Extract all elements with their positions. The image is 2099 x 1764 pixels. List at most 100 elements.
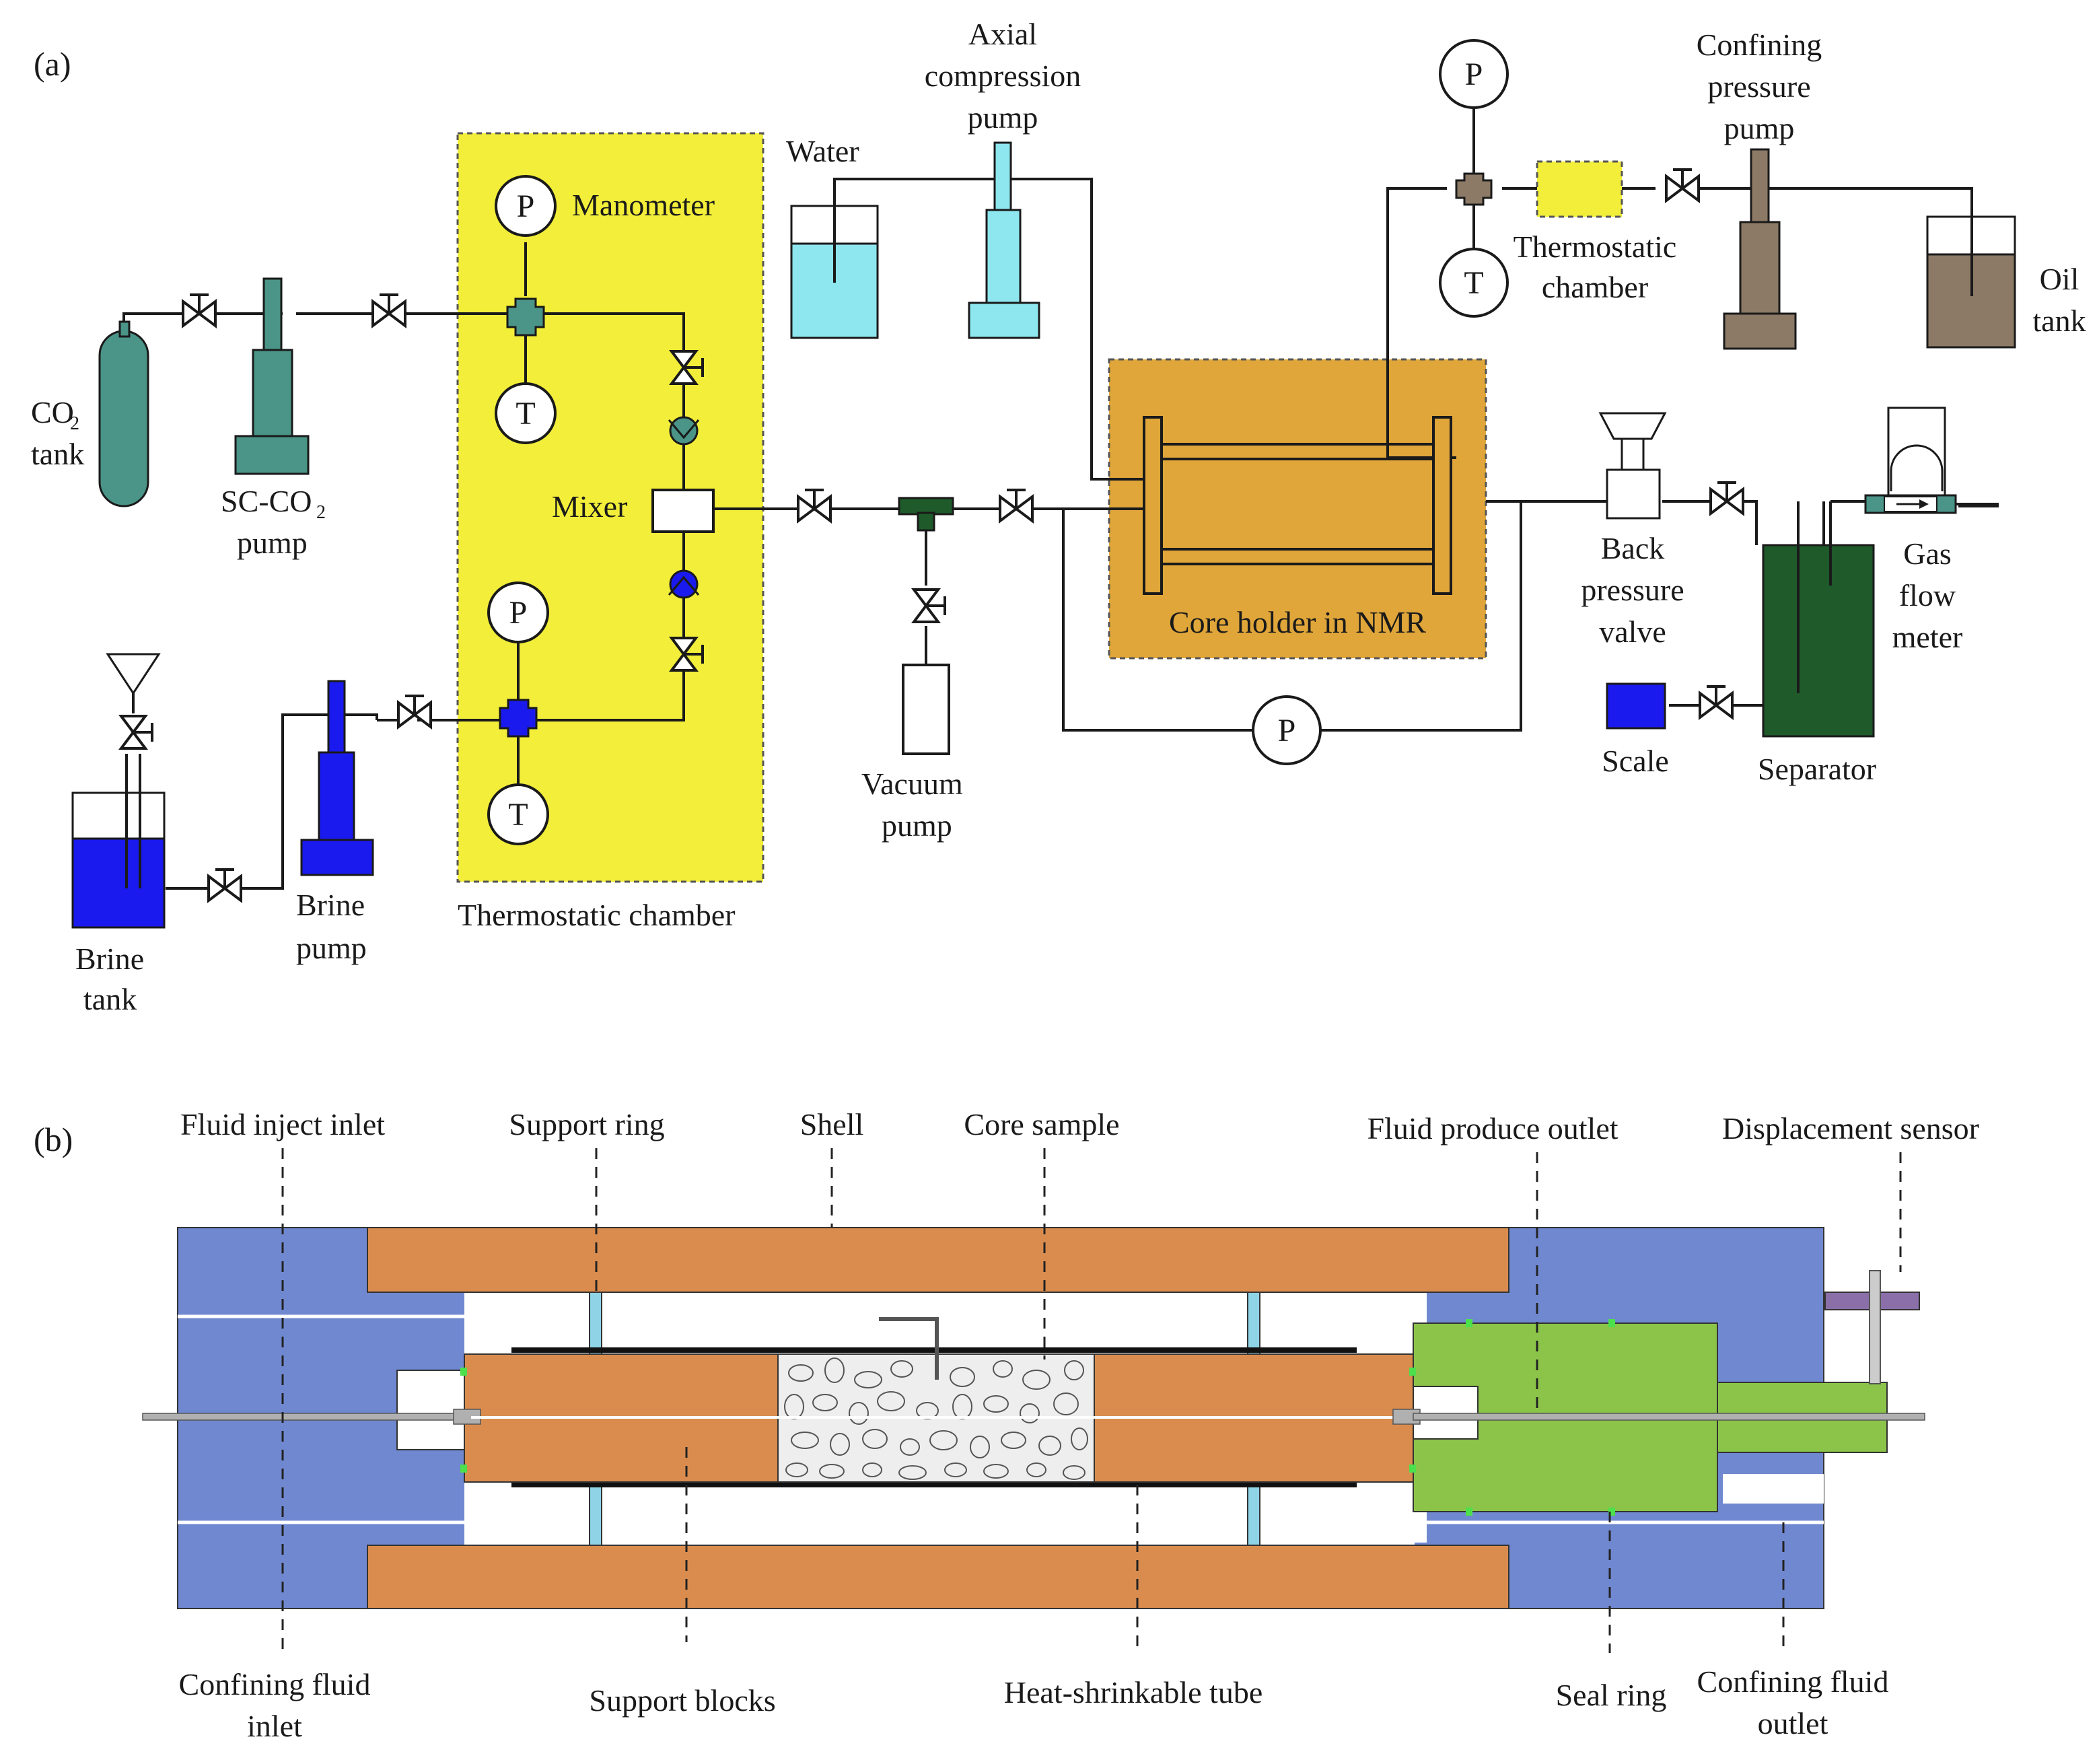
- valve-separator-in: [1709, 481, 1744, 515]
- sc-co2-pump-label-sub: 2: [316, 502, 326, 523]
- confining-fluid-inlet-label-2: inlet: [247, 1709, 302, 1743]
- valve-brine-2: [397, 695, 432, 728]
- co2-tank: [98, 330, 149, 507]
- cross-connector-confining: [1455, 172, 1493, 206]
- valve-confining: [1665, 168, 1700, 202]
- oil-tank-label-2: tank: [2032, 304, 2086, 338]
- pressure-gauge-co2-symbol: P: [517, 188, 535, 224]
- axial-pump-label-1: Axial: [968, 17, 1037, 51]
- brine-pump-label-1: Brine: [296, 888, 365, 922]
- back-pressure-valve-label-3: valve: [1599, 614, 1666, 649]
- center-rod: [142, 1409, 1925, 1425]
- oil-tank-label-1: Oil: [2040, 262, 2079, 296]
- valve-co2-2: [371, 293, 406, 327]
- support-blocks-label: Support blocks: [589, 1683, 775, 1718]
- brine-pump: [300, 680, 374, 876]
- shell-bottom: [367, 1545, 1509, 1609]
- core-probe: [879, 1317, 939, 1380]
- scale: [1606, 682, 1666, 730]
- shell-label: Shell: [800, 1107, 864, 1141]
- confining-fluid-inlet-label-1: Confining fluid: [179, 1667, 371, 1701]
- back-pressure-valve: [1598, 412, 1667, 520]
- support-ring-left-bottom: [589, 1483, 602, 1546]
- back-pressure-valve-label-2: pressure: [1581, 573, 1684, 607]
- displacement-sensor-label: Displacement sensor: [1722, 1111, 1979, 1145]
- co2-tank-label-2: tank: [31, 437, 84, 471]
- brine-tank-label-2: tank: [83, 982, 137, 1016]
- confining-pressure-pump: [1723, 148, 1797, 350]
- core-holder: [1143, 188, 1452, 595]
- temperature-gauge-co2: [495, 382, 557, 444]
- thermostatic-chamber-small-label-2: chamber: [1542, 270, 1648, 304]
- sc-co2-pump-label-2: pump: [237, 526, 308, 560]
- core-holder-nmr-box: [1108, 358, 1487, 660]
- thermostatic-chamber-small: [1536, 160, 1623, 218]
- axial-pump-label-2: compression: [925, 59, 1081, 93]
- valve-brine-1: [207, 868, 242, 902]
- co2-tank-label-1: CO: [31, 395, 74, 429]
- temperature-gauge-brine: [487, 783, 549, 845]
- brine-pump-label-2: pump: [296, 931, 367, 965]
- temperature-gauge-brine-symbol: T: [508, 797, 528, 833]
- gas-flow-meter: [1864, 407, 1999, 514]
- valve-brine-funnel: [120, 715, 153, 750]
- confining-fluid-outlet-label-1: Confining fluid: [1697, 1664, 1889, 1699]
- fluid-produce-outlet-label: Fluid produce outlet: [1367, 1111, 1618, 1145]
- back-pressure-valve-label-1: Back: [1601, 531, 1665, 565]
- water-label: Water: [786, 134, 859, 168]
- panel-b-label: (b): [34, 1121, 73, 1158]
- panel-a-label: (a): [34, 45, 71, 83]
- valve-scale: [1699, 685, 1734, 719]
- confining-pump-label-2: pressure: [1707, 69, 1810, 104]
- pressure-gauge-confining-symbol: P: [1465, 57, 1483, 92]
- gas-flow-meter-label-2: flow: [1899, 578, 1956, 612]
- heat-shrinkable-tube-label: Heat-shrinkable tube: [1004, 1675, 1262, 1709]
- mixer-label: Mixer: [552, 489, 627, 524]
- sc-co2-pump-label-1: SC-CO: [221, 484, 312, 518]
- pressure-gauge-brine-symbol: P: [509, 595, 528, 631]
- cross-connector-brine: [499, 699, 538, 738]
- temperature-gauge-confining-symbol: T: [1464, 265, 1483, 301]
- core-sample-label: Core sample: [964, 1107, 1119, 1141]
- core-grains: [784, 1357, 1088, 1480]
- valve-vacuum: [913, 588, 946, 623]
- leader-lines: [281, 1148, 1902, 1653]
- valve-core-inlet: [999, 489, 1034, 522]
- temperature-gauge-confining: [1439, 248, 1509, 318]
- pressure-gauge-differential: [1252, 695, 1322, 765]
- gas-flow-meter-label-3: meter: [1892, 620, 1963, 654]
- tee-connector-vacuum: [898, 497, 954, 532]
- valve-mixer-out: [797, 489, 832, 522]
- thermostatic-chamber-small-label-1: Thermostatic: [1514, 230, 1677, 264]
- confining-pump-label-1: Confining: [1697, 28, 1822, 62]
- separator: [1762, 544, 1875, 738]
- vacuum-pump: [902, 664, 950, 755]
- sc-co2-pump: [234, 277, 310, 475]
- brine-tank: [71, 653, 166, 929]
- gas-flow-meter-label-1: Gas: [1903, 536, 1952, 571]
- confining-pump-label-3: pump: [1724, 111, 1795, 145]
- vacuum-pump-label-1: Vacuum: [861, 767, 963, 801]
- check-valve-co2: [669, 416, 699, 446]
- support-ring-label: Support ring: [509, 1107, 664, 1141]
- vacuum-pump-label-2: pump: [882, 808, 952, 843]
- cross-connector-co2: [506, 297, 545, 337]
- seal-rings: [460, 1319, 1615, 1516]
- core-holder-label: Core holder in NMR: [1169, 605, 1426, 639]
- pressure-gauge-differential-symbol: P: [1278, 713, 1296, 748]
- seal-ring-label: Seal ring: [1556, 1678, 1667, 1712]
- check-valve-brine: [669, 569, 699, 599]
- temperature-gauge-co2-symbol: T: [515, 396, 535, 431]
- shell-top: [367, 1227, 1509, 1293]
- valve-co2-1: [182, 293, 217, 327]
- axial-pump-label-3: pump: [968, 100, 1038, 135]
- fluid-inject-inlet-label: Fluid inject inlet: [180, 1107, 385, 1141]
- manometer-label: Manometer: [572, 188, 715, 222]
- scale-label: Scale: [1602, 744, 1669, 778]
- displacement-sensor: [1824, 1270, 1920, 1384]
- pressure-gauge-confining: [1439, 39, 1509, 109]
- confining-fluid-outlet-label-2: outlet: [1758, 1706, 1828, 1740]
- axial-compression-pump: [968, 141, 1040, 339]
- thermostatic-chamber-main-label: Thermostatic chamber: [458, 898, 736, 932]
